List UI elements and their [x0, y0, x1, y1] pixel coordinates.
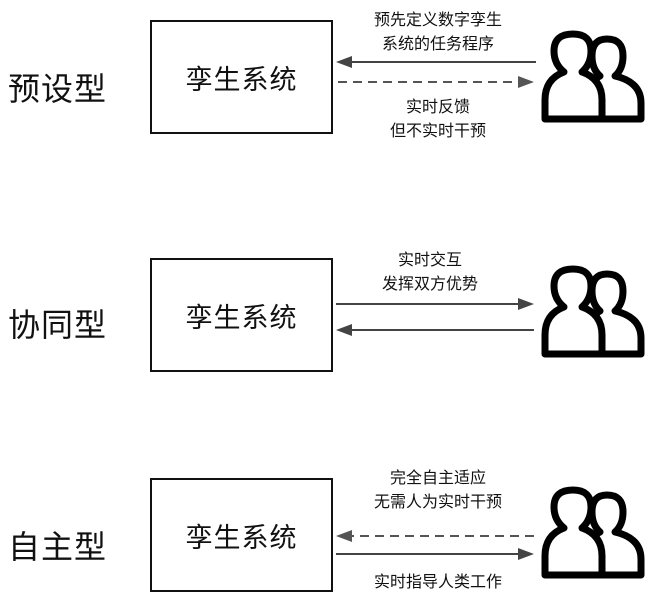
arrows	[336, 298, 534, 336]
annotation-bottom: 实时指导人类工作	[338, 570, 538, 594]
arrow-human-to-system	[336, 56, 536, 68]
annotation-top: 完全自主适应 无需人为实时干预	[338, 466, 538, 514]
twin-system-box: 孪生系统	[150, 478, 333, 592]
annotation-top: 预先定义数字孪生 系统的任务程序	[338, 8, 538, 56]
arrow-system-to-human	[336, 298, 534, 310]
row-collaborative: 协同型 孪生系统 实时交互 发挥双方优势	[0, 200, 650, 400]
arrow-human-to-system-dashed	[336, 530, 534, 542]
annotation-line: 发挥双方优势	[381, 274, 478, 293]
twin-system-label: 孪生系统	[185, 64, 298, 96]
people-group-icon	[541, 265, 645, 358]
row-label: 预设型	[8, 70, 108, 108]
arrow-human-to-system	[336, 324, 534, 336]
annotation-line: 实时指导人类工作	[373, 572, 502, 591]
annotation-line: 但不实时干预	[389, 121, 486, 140]
row-preset: 预设型 孪生系统 预先定义数字孪生 系统的任务程序 实时反馈 但不实时干预	[0, 0, 650, 200]
arrow-system-to-human-dashed	[338, 76, 534, 88]
twin-system-label: 孪生系统	[185, 522, 298, 554]
annotation-line: 预先定义数字孪生	[373, 10, 502, 29]
twin-system-box: 孪生系统	[150, 20, 333, 134]
annotation-line: 实时交互	[397, 250, 462, 269]
arrows	[336, 56, 536, 88]
twin-system-label: 孪生系统	[185, 302, 298, 334]
annotation-top: 实时交互 发挥双方优势	[340, 248, 520, 296]
annotation-line: 实时反馈	[405, 97, 470, 116]
annotation-line: 完全自主适应	[389, 468, 486, 487]
row-autonomous: 自主型 孪生系统 完全自主适应 无需人为实时干预 实时指导人类工作	[0, 400, 650, 600]
row-label: 自主型	[8, 528, 108, 566]
annotation-bottom: 实时反馈 但不实时干预	[338, 95, 538, 143]
annotation-line: 无需人为实时干预	[373, 492, 502, 511]
arrow-system-to-human	[336, 548, 534, 560]
people-group-icon	[541, 30, 645, 123]
row-label: 协同型	[8, 306, 108, 344]
annotation-line: 系统的任务程序	[381, 34, 494, 53]
people-group-icon	[541, 486, 645, 579]
arrows	[336, 530, 534, 560]
twin-system-box: 孪生系统	[150, 258, 333, 372]
